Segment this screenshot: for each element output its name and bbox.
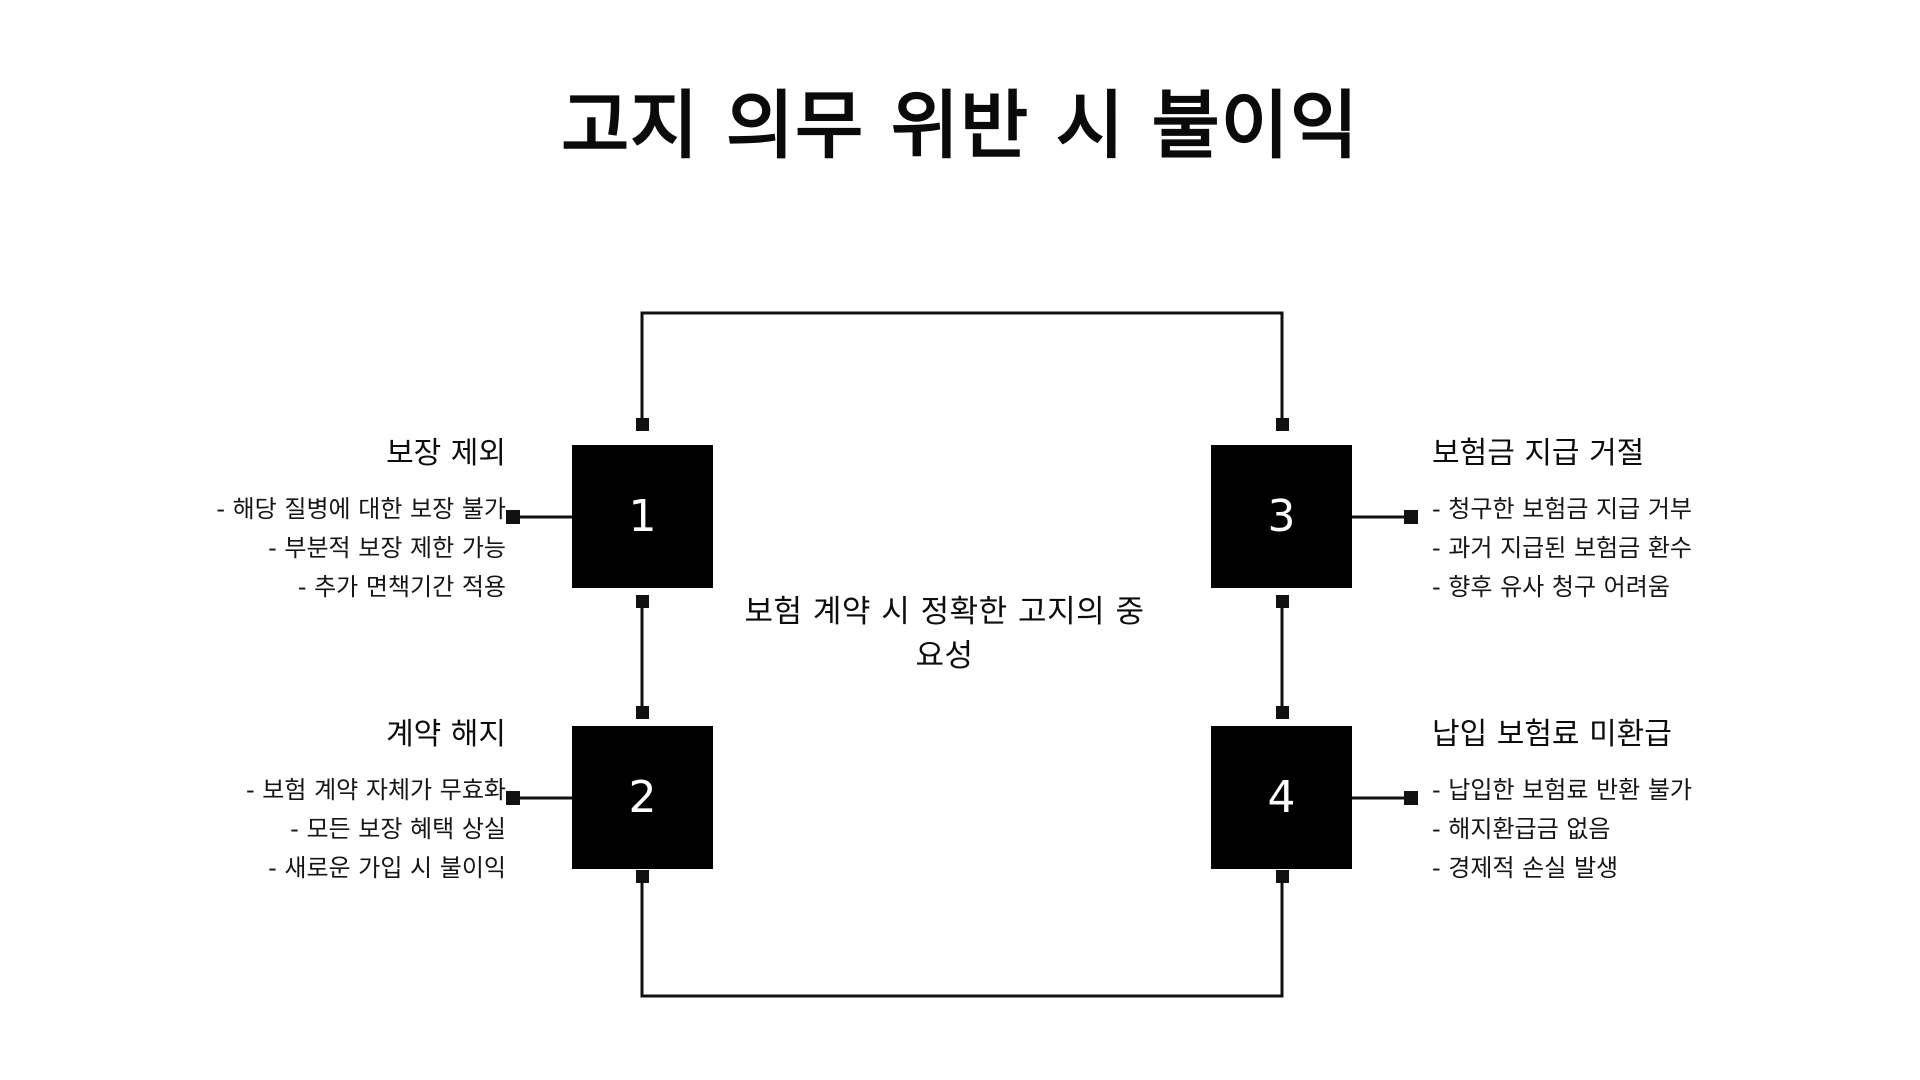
connector-right-vertical: [1276, 595, 1289, 719]
node-number-4: 4: [1267, 771, 1296, 823]
label-block-4: 납입 보험료 미환급 - 납입한 보험료 반환 불가 - 해지환급금 없음 - …: [1432, 717, 1832, 888]
list-item: - 새로운 가입 시 불이익: [268, 853, 506, 882]
center-caption: 보험 계약 시 정확한 고지의 중요성: [744, 594, 1145, 675]
label-heading-4: 납입 보험료 미환급: [1432, 717, 1672, 752]
page-title: 고지 의무 위반 시 불이익: [561, 83, 1359, 169]
leader-line-node-3: [1352, 510, 1418, 524]
bullet-list-2: - 보험 계약 자체가 무효화 - 모든 보장 혜택 상실 - 새로운 가입 시…: [106, 771, 506, 888]
list-item: - 추가 면책기간 적용: [297, 572, 506, 601]
list-item: - 해당 질병에 대한 보장 불가: [216, 495, 506, 523]
bullet-list-4: - 납입한 보험료 반환 불가 - 해지환급금 없음 - 경제적 손실 발생: [1432, 771, 1832, 888]
node-number-3: 3: [1267, 490, 1296, 542]
label-block-2: 계약 해지 - 보험 계약 자체가 무효화 - 모든 보장 혜택 상실 - 새로…: [106, 717, 506, 888]
label-block-1: 보장 제외 - 해당 질병에 대한 보장 불가 - 부분적 보장 제한 가능 -…: [106, 436, 506, 607]
list-item: - 모든 보장 혜택 상실: [290, 814, 506, 843]
label-heading-1: 보장 제외: [386, 436, 506, 471]
connector-left-vertical: [636, 595, 649, 719]
list-item: - 납입한 보험료 반환 불가: [1432, 776, 1692, 804]
list-item: - 청구한 보험금 지급 거부: [1432, 495, 1692, 523]
node-number-2: 2: [628, 771, 657, 823]
list-item: - 과거 지급된 보험금 환수: [1432, 533, 1692, 562]
node-box-1[interactable]: 1: [572, 445, 713, 588]
node-box-4[interactable]: 4: [1211, 726, 1352, 869]
leader-line-node-2: [506, 791, 572, 805]
connector-bottom-bracket: [636, 870, 1289, 998]
label-heading-3: 보험금 지급 거절: [1432, 436, 1645, 471]
label-heading-2: 계약 해지: [386, 717, 506, 752]
leader-line-node-1: [506, 510, 572, 524]
bullet-list-1: - 해당 질병에 대한 보장 불가 - 부분적 보장 제한 가능 - 추가 면책…: [106, 490, 506, 607]
node-box-3[interactable]: 3: [1211, 445, 1352, 588]
list-item: - 보험 계약 자체가 무효화: [246, 776, 506, 804]
list-item: - 경제적 손실 발생: [1432, 853, 1619, 882]
list-item: - 향후 유사 청구 어려움: [1432, 572, 1670, 601]
node-number-1: 1: [628, 490, 657, 542]
connector-top-bracket: [636, 311, 1289, 431]
label-block-3: 보험금 지급 거절 - 청구한 보험금 지급 거부 - 과거 지급된 보험금 환…: [1432, 436, 1832, 607]
bullet-list-3: - 청구한 보험금 지급 거부 - 과거 지급된 보험금 환수 - 향후 유사 …: [1432, 490, 1832, 607]
list-item: - 해지환급금 없음: [1432, 814, 1611, 843]
leader-line-node-4: [1352, 791, 1418, 805]
node-box-2[interactable]: 2: [572, 726, 713, 869]
list-item: - 부분적 보장 제한 가능: [268, 533, 506, 562]
